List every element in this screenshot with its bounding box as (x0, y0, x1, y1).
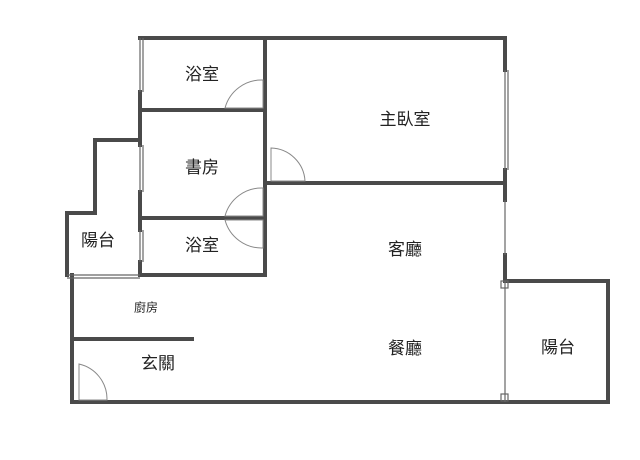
doors (78, 79, 306, 401)
windows (67, 38, 509, 402)
label-dining-room: 餐廳 (388, 339, 422, 359)
label-bath-bottom: 浴室 (185, 236, 219, 256)
label-master-bedroom: 主臥室 (380, 110, 431, 130)
walls (65, 36, 610, 404)
label-balcony-left: 陽台 (81, 231, 115, 251)
label-living-room: 客廳 (388, 240, 422, 260)
room-labels: 浴室 主臥室 書房 陽台 浴室 客廳 廚房 餐廳 玄關 陽台 (81, 65, 575, 374)
label-kitchen: 廚房 (134, 300, 158, 315)
label-entrance: 玄關 (141, 354, 175, 374)
label-study: 書房 (185, 158, 219, 178)
label-bath-top: 浴室 (185, 65, 219, 85)
label-balcony-right: 陽台 (541, 338, 575, 358)
